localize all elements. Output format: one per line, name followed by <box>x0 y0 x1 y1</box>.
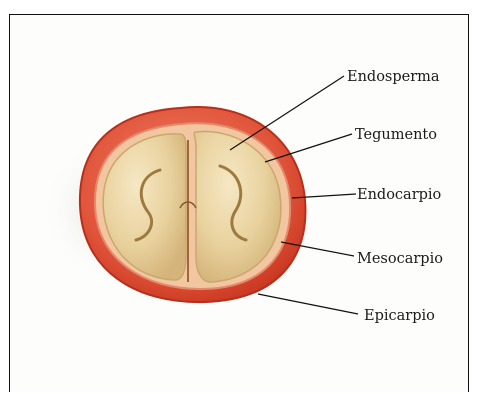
label-tegumento: Tegumento <box>355 127 437 143</box>
leader-epicarpio <box>258 294 358 314</box>
label-endocarpio: Endocarpio <box>357 187 441 203</box>
label-endosperma: Endosperma <box>347 69 440 85</box>
leader-endosperma <box>230 76 344 150</box>
label-mesocarpio: Mesocarpio <box>357 251 443 267</box>
label-epicarpio: Epicarpio <box>364 308 435 324</box>
